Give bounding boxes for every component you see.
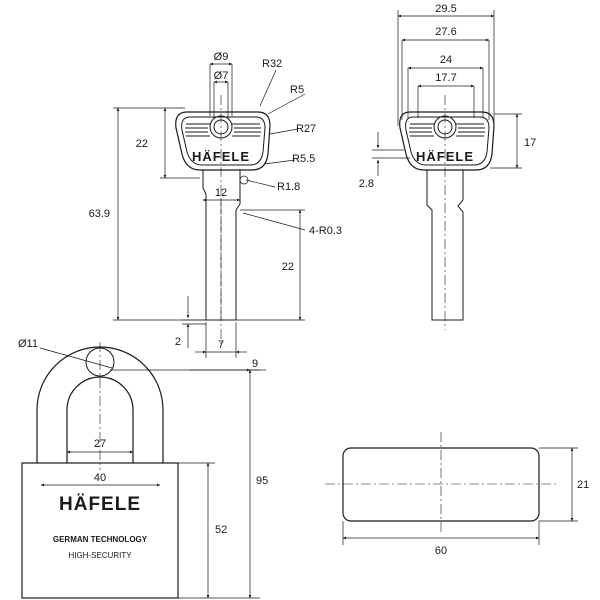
key-front-view xyxy=(175,95,271,345)
padlock-tagline-2: HIGH-SECURITY xyxy=(68,551,132,560)
block-dim-h21: 21 xyxy=(577,479,589,491)
key-side-blade xyxy=(426,170,464,321)
key-side-dim-h17: 17 xyxy=(524,137,536,149)
key-dim-r18: R1.8 xyxy=(277,181,300,193)
key-side-dim-w276: 27.6 xyxy=(435,26,456,38)
padlock-side-view xyxy=(325,432,558,535)
key-dim-d7: Ø7 xyxy=(214,70,229,82)
key-grip-ridges xyxy=(185,123,261,137)
block-dim-w60: 60 xyxy=(435,545,447,557)
key-side-dimensions xyxy=(372,10,522,176)
key-side-dim-w24: 24 xyxy=(440,54,452,66)
key-dim-d9: Ø9 xyxy=(214,51,229,63)
key-dim-h22: 22 xyxy=(136,138,148,150)
padlock-tagline-1: GERMAN TECHNOLOGY xyxy=(53,535,148,544)
padlock-dim-w27: 27 xyxy=(94,438,106,450)
padlock-side-body xyxy=(342,447,540,522)
key-side-head-inner xyxy=(405,116,490,166)
key-dim-w7: 7 xyxy=(218,339,224,351)
padlock-logo: HÄFELE xyxy=(59,494,141,515)
key-dim-r32: R32 xyxy=(262,58,282,70)
key-head-outline xyxy=(175,111,271,171)
key-front-dimensions xyxy=(113,62,306,372)
key-side-grip-ridges xyxy=(409,123,485,137)
key-side-logo: HÄFELE xyxy=(416,149,474,164)
key-dim-r5: R5 xyxy=(290,84,304,96)
key-side-dim-h28: 2.8 xyxy=(359,178,374,190)
key-dim-r03: 4-R0.3 xyxy=(309,225,342,237)
key-dim-blade22: 22 xyxy=(282,261,294,273)
padlock-dim-d11: Ø11 xyxy=(18,338,38,350)
key-dim-r27: R27 xyxy=(296,123,316,135)
padlock-dimensions xyxy=(39,347,260,599)
key-head-inner xyxy=(181,116,266,166)
padlock-dim-h95: 95 xyxy=(256,475,268,487)
key-front-logo: HÄFELE xyxy=(192,149,250,164)
key-side-dim-w177: 17.7 xyxy=(435,72,456,84)
key-dim-t9: 9 xyxy=(252,358,258,370)
key-side-dim-w295: 29.5 xyxy=(435,3,456,15)
padlock-dim-h52: 52 xyxy=(215,524,227,536)
key-side-view xyxy=(399,95,495,330)
key-dim-r55: R5.5 xyxy=(292,153,315,165)
key-dim-w12: 12 xyxy=(215,187,227,199)
block-dimensions xyxy=(342,447,578,545)
key-dim-t2: 2 xyxy=(175,336,181,348)
padlock xyxy=(21,342,179,599)
key-dim-h639: 63.9 xyxy=(89,208,110,220)
key-side-head-outline xyxy=(399,111,495,171)
padlock-dim-w40: 40 xyxy=(94,472,106,484)
padlock-shackle-inner xyxy=(66,376,134,463)
